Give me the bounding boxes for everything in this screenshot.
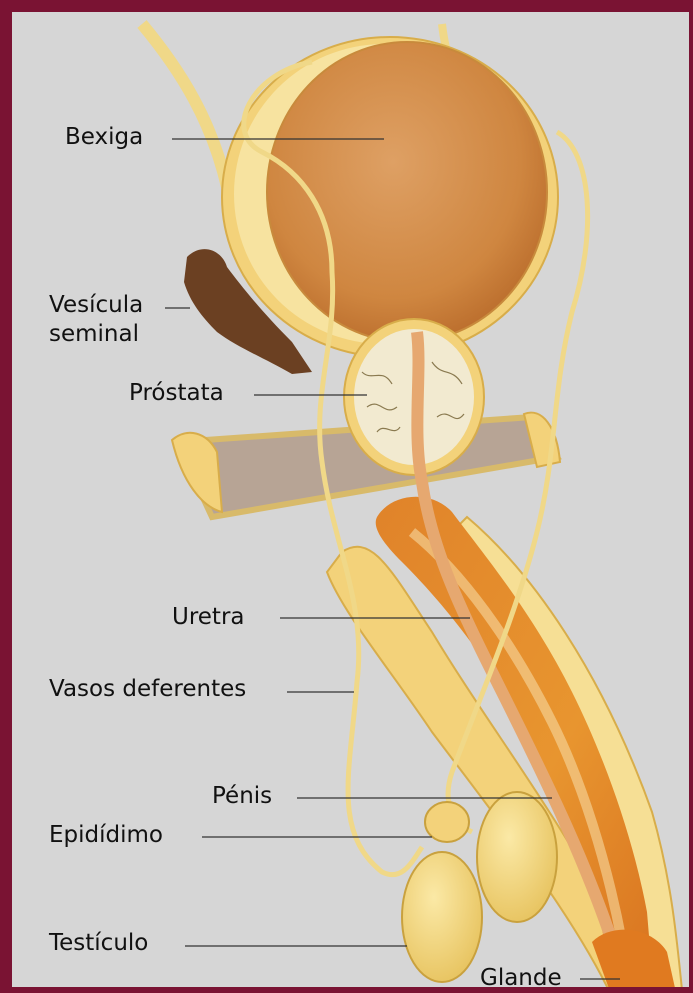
label-prostata: Próstata [129, 380, 224, 406]
label-vesicula-line2: seminal [49, 321, 139, 347]
label-vesicula-line1: Vesícula [49, 292, 143, 318]
label-vasos-deferentes: Vasos deferentes [49, 676, 246, 702]
label-uretra: Uretra [172, 604, 245, 630]
label-epididimo: Epidídimo [49, 822, 163, 848]
testicle-right [477, 792, 557, 922]
testicle-left [402, 852, 482, 982]
epididymis [425, 802, 469, 842]
left-ureter [142, 24, 227, 187]
label-penis: Pénis [212, 783, 272, 809]
label-bexiga: Bexiga [65, 124, 143, 150]
label-glande: Glande [480, 965, 562, 991]
label-testiculo: Testículo [49, 930, 148, 956]
